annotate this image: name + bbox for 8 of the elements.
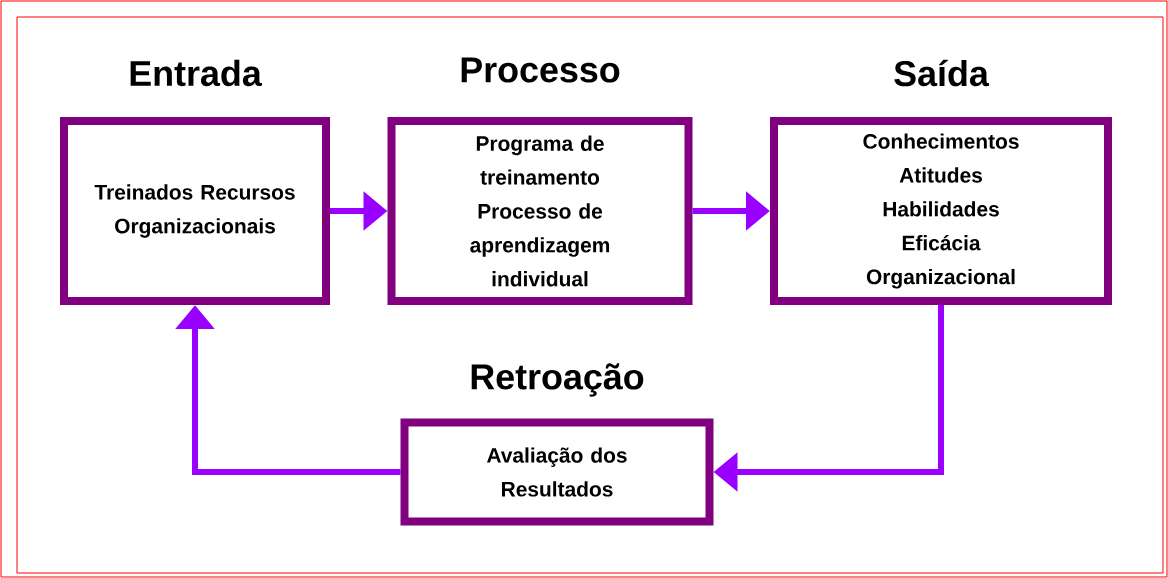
box-text: Conhecimentos Atitudes Habilidades Eficácia Organizacional — [863, 133, 1019, 289]
heading: Processo — [461, 57, 620, 83]
heading: Saída — [894, 59, 990, 87]
box-text: Treinados Recursos Organizacionais — [94, 184, 295, 238]
heading: Retroação — [471, 363, 644, 397]
heading: Entrada — [130, 59, 262, 87]
box-text: Programa de treinamento Processo de aprendizagem individual — [470, 135, 610, 287]
box-text: Avaliação dos Resultados — [487, 447, 627, 497]
